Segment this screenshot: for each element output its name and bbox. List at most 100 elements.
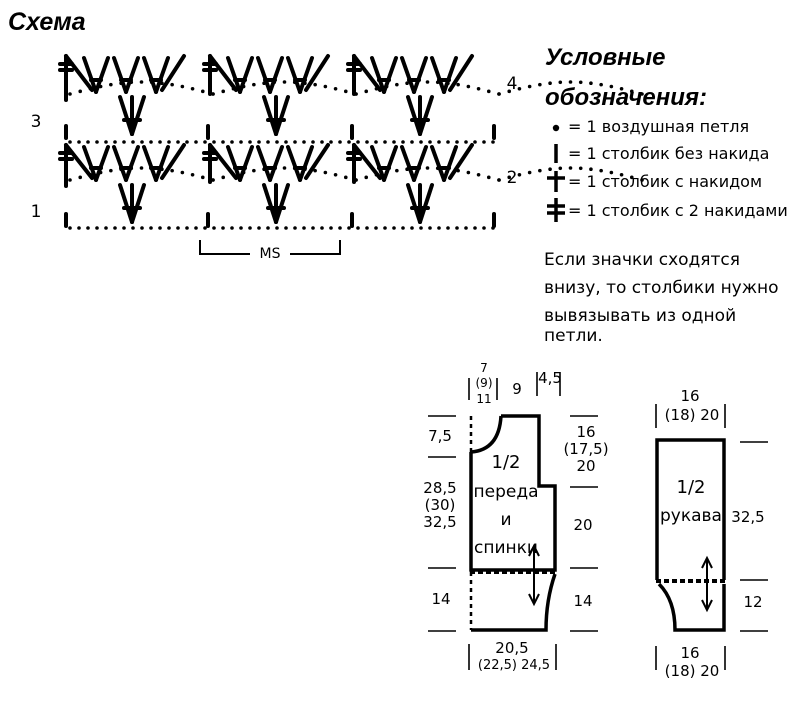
chain-dot	[95, 140, 99, 144]
chain-dot	[149, 226, 153, 230]
double-crochet-stitch	[226, 145, 242, 182]
chain-dot	[419, 226, 423, 230]
chain-dot	[329, 226, 333, 230]
chain-dot	[185, 140, 189, 144]
chain-dot	[109, 82, 113, 87]
double-crochet-stitch	[82, 145, 98, 182]
chain-dot	[180, 84, 185, 89]
chain-dot	[419, 140, 423, 144]
double-crochet-stitch	[124, 145, 140, 182]
chain-dot	[548, 81, 552, 85]
chain-dot	[293, 140, 297, 144]
double-crochet-stitch	[382, 145, 398, 182]
double-crochet-stitch	[256, 145, 272, 182]
double-crochet-stitch	[112, 56, 128, 94]
chain-dot	[239, 226, 243, 230]
chain-arc-stroke	[64, 54, 94, 92]
sleeve-knitting-direction-arrow	[701, 555, 713, 613]
double-crochet-stitch	[142, 56, 158, 94]
chain-dot	[455, 140, 459, 144]
neckline-curve	[470, 415, 503, 454]
legend-item-chain: = 1 воздушная петля	[568, 117, 750, 136]
double-crochet-stitch	[286, 145, 302, 182]
row-number-2: 2	[506, 168, 518, 188]
sleeve-right-dim-bottom: 12	[743, 593, 763, 611]
chain-dot	[68, 226, 72, 230]
ms-label: MS	[259, 246, 281, 262]
body-left-dim-height-3: 32,5	[423, 513, 457, 531]
chain-dot	[410, 226, 414, 230]
chain-dot	[77, 226, 81, 230]
chain-dot	[211, 92, 215, 96]
chain-dot	[333, 172, 338, 177]
double-crochet-stitch	[112, 145, 128, 182]
body-knitting-direction-arrow	[528, 543, 540, 607]
chain-dot	[190, 86, 195, 91]
double-crochet-stitch	[430, 56, 446, 94]
chain-dot	[158, 140, 162, 144]
double-crochet-stitch	[418, 183, 434, 224]
chain-dot	[139, 166, 144, 170]
chain-dot	[275, 226, 279, 230]
chain-dot	[473, 226, 477, 230]
chain-dot	[221, 140, 225, 144]
chain-dot	[180, 170, 185, 175]
double-crochet-stitch	[370, 145, 386, 182]
body-label-line-1: 1/2	[491, 452, 521, 473]
chain-dot	[428, 140, 432, 144]
chain-dot	[170, 168, 174, 173]
double-crochet-stitch	[370, 56, 386, 94]
chain-dot	[158, 226, 162, 230]
double-crochet-stitch	[154, 56, 170, 94]
sleeve-top-dim-line-2: (18) 20	[664, 406, 720, 424]
chain-dot	[68, 140, 72, 144]
legend-note-line-2: внизу, то столбики нужно	[544, 278, 779, 298]
chain-dot	[589, 167, 593, 171]
chain-dot	[122, 140, 126, 144]
chain-dot	[239, 140, 243, 144]
chain-dot	[200, 89, 205, 94]
chain-dot	[167, 226, 171, 230]
chain-dot	[200, 175, 205, 180]
chain-dot	[302, 140, 306, 144]
chain-dot	[410, 140, 414, 144]
chain-dot	[578, 80, 583, 85]
chain-dot	[527, 84, 532, 89]
chain-dot	[491, 140, 495, 144]
chain-dot	[203, 140, 207, 144]
chain-dot	[365, 140, 369, 144]
chain-arc-stroke	[304, 54, 330, 92]
chain-dot	[284, 226, 288, 230]
double-crochet-stitch	[142, 145, 158, 182]
body-rib-shape	[471, 573, 557, 632]
chain-dot	[282, 166, 287, 170]
chain-dot	[185, 226, 189, 230]
double-crochet-stitch	[238, 56, 254, 94]
chain-arc-stroke	[352, 143, 382, 180]
double-crochet-stitch	[268, 145, 284, 182]
double-crochet-stitch	[130, 95, 146, 136]
chain-dot	[428, 226, 432, 230]
chain-dot	[464, 226, 468, 230]
chain-dot	[95, 226, 99, 230]
chain-dot	[113, 140, 117, 144]
chain-arc-stroke	[448, 54, 474, 92]
sleeve-cuff-shape	[657, 582, 726, 632]
chain-dot	[78, 89, 83, 94]
chain-arc-stroke	[64, 143, 94, 180]
body-right-dim-shoulder-3: 20	[576, 457, 596, 475]
chain-dot	[476, 172, 481, 177]
double-crochet-stitch	[262, 95, 278, 136]
sleeve-outline	[655, 438, 726, 580]
chain-dot	[609, 170, 614, 175]
chain-dot	[284, 140, 288, 144]
chain-dot	[221, 226, 225, 230]
double-crochet-stitch	[274, 183, 290, 224]
body-left-dim-neck: 7,5	[428, 427, 452, 445]
chain-dot	[395, 168, 399, 173]
chain-dot	[203, 226, 207, 230]
chain-dot	[437, 140, 441, 144]
chain-dot	[221, 175, 226, 180]
chain-dot	[392, 226, 396, 230]
chain-dot	[578, 166, 583, 171]
